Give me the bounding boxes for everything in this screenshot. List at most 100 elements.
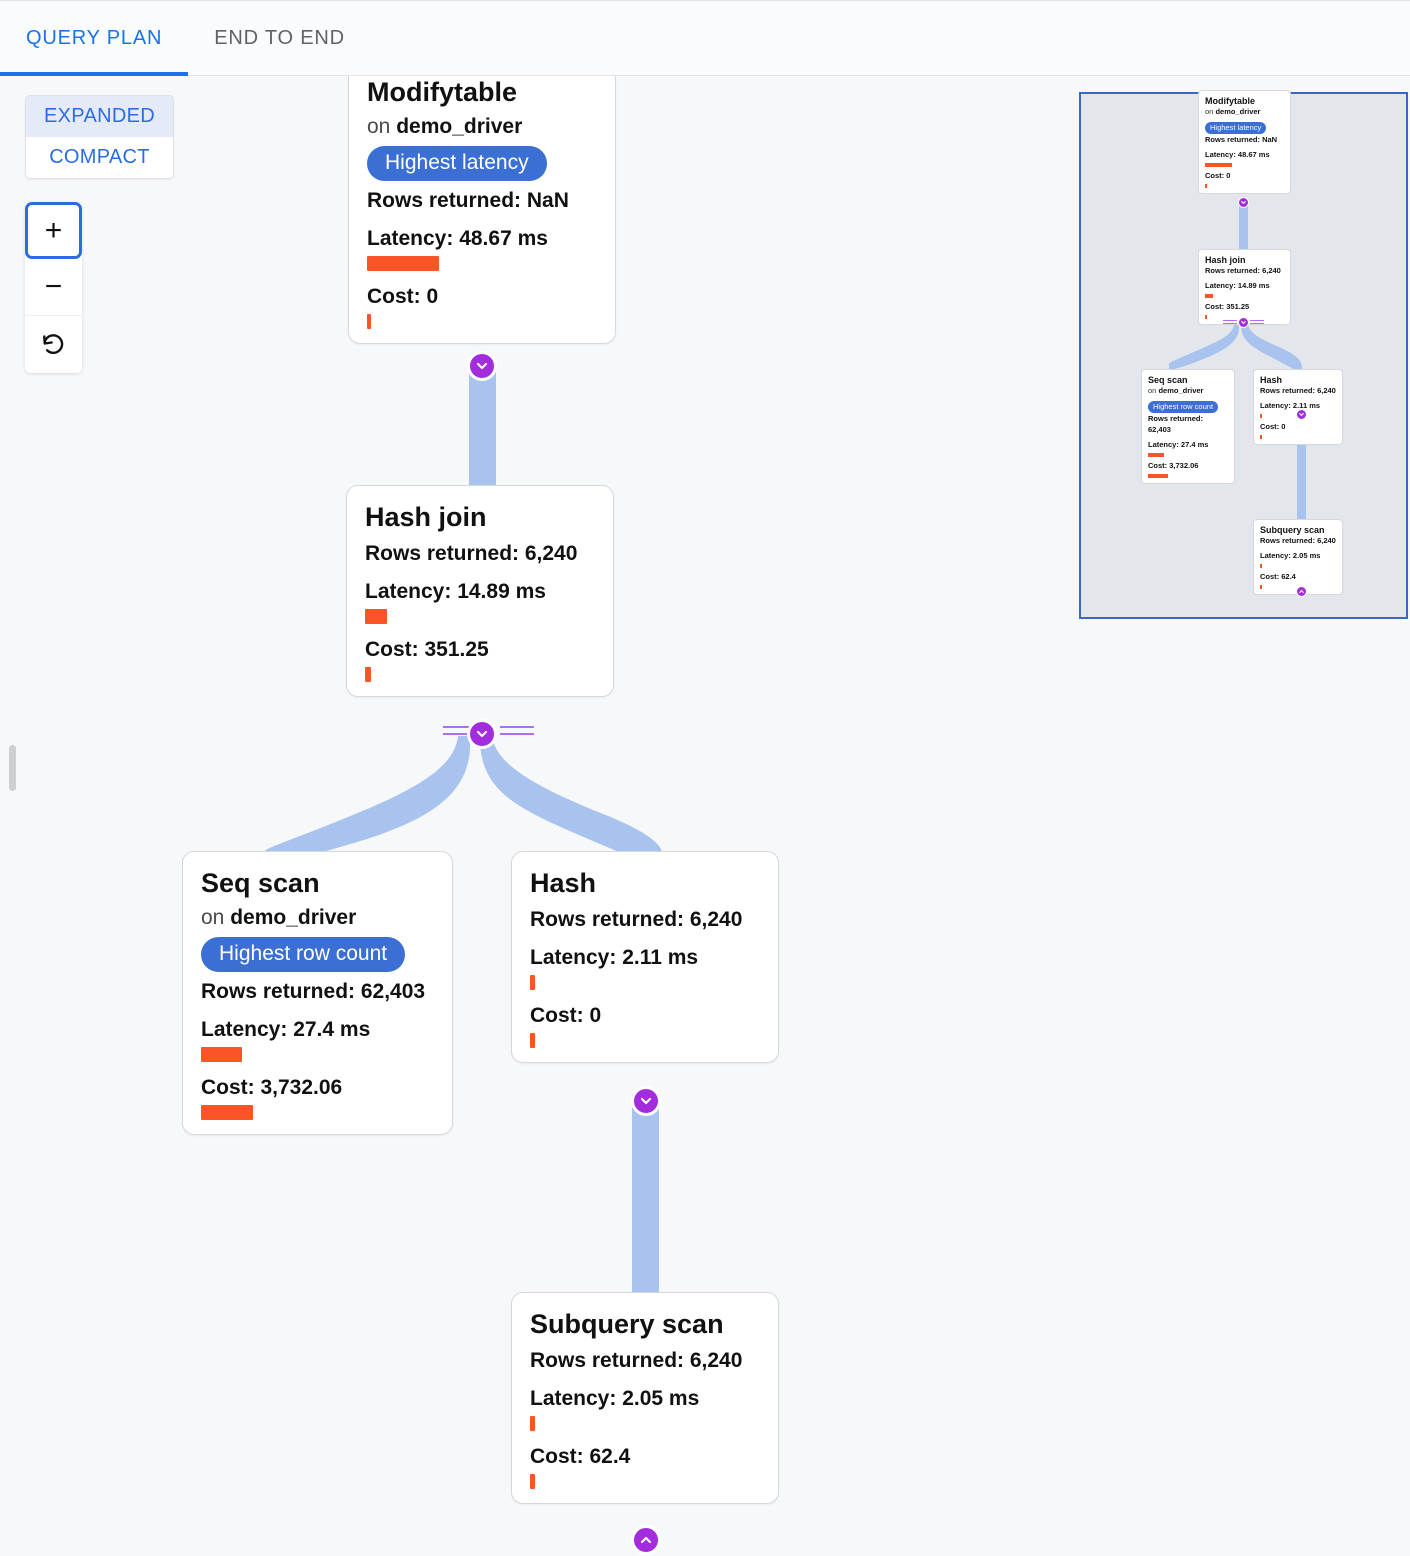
- plan-node-seq-scan[interactable]: Seq scan on demo_driver Highest row coun…: [182, 851, 453, 1135]
- cost-bar: [530, 1032, 535, 1048]
- chevron-down-icon: [476, 362, 488, 370]
- cost-metric: Cost: 62.4: [1260, 572, 1336, 589]
- cost-label: Cost: 351.25: [1205, 302, 1250, 311]
- node-title: Subquery scan: [530, 1309, 724, 1339]
- plan-node-hash[interactable]: Hash Rows returned: 6,240 Latency: 2.11 …: [511, 851, 779, 1063]
- cost-metric: Cost: 0: [530, 1004, 760, 1048]
- chevron-down-icon: [1299, 413, 1304, 416]
- cost-label: Cost: 351.25: [365, 637, 489, 661]
- expand-handle-subquery-scan[interactable]: [631, 1525, 661, 1555]
- plan-node-subquery-scan[interactable]: Subquery scan Rows returned: 6,240 Laten…: [511, 1292, 779, 1504]
- latency-metric: Latency: 2.05 ms: [1260, 551, 1336, 568]
- mode-expanded-button[interactable]: EXPANDED: [26, 96, 173, 137]
- latency-metric: Latency: 27.4 ms: [201, 1018, 434, 1062]
- minimap-node-modifytable: Modifytable on demo_driver Highest laten…: [1198, 90, 1291, 194]
- chevron-down-icon: [476, 730, 488, 738]
- zoom-controls: + −: [25, 202, 82, 373]
- relation-prefix: on: [1205, 107, 1214, 117]
- relation-name: demo_driver: [1158, 386, 1204, 396]
- reset-view-button[interactable]: [25, 316, 82, 373]
- latency-label: Latency: 27.4 ms: [201, 1017, 371, 1041]
- relation-name: demo_driver: [230, 905, 357, 929]
- cost-label: Cost: 3,732.06: [1148, 460, 1199, 470]
- node-title: Hash join: [365, 502, 487, 532]
- status-badge: Highest row count: [201, 936, 406, 972]
- tab-bar: QUERY PLAN END TO END: [0, 0, 1410, 76]
- node-relation: on demo_driver: [201, 906, 434, 930]
- mode-compact-button[interactable]: COMPACT: [26, 137, 173, 178]
- chevron-down-icon: [1241, 321, 1246, 324]
- node-title: Modifytable: [1205, 96, 1256, 106]
- zoom-in-button[interactable]: +: [25, 202, 82, 259]
- rows-returned: Rows returned: 6,240: [1260, 536, 1336, 546]
- tab-end-to-end[interactable]: END TO END: [188, 1, 371, 76]
- collapse-handle-modifytable[interactable]: [467, 351, 497, 381]
- cost-metric: Cost: 62.4: [530, 1445, 760, 1489]
- latency-label: Latency: 2.05 ms: [1260, 551, 1321, 561]
- cost-label: Cost: 62.4: [1260, 572, 1296, 581]
- rows-returned: Rows returned: 6,240: [365, 541, 578, 565]
- edge-hashjoin-seqscan: [265, 736, 470, 863]
- relation-name: demo_driver: [396, 114, 523, 138]
- latency-bar: [530, 974, 535, 990]
- tab-query-plan[interactable]: QUERY PLAN: [0, 1, 189, 76]
- collapse-handle-hash-join[interactable]: [467, 719, 497, 749]
- latency-label: Latency: 2.11 ms: [1260, 401, 1321, 411]
- cost-metric: Cost: 351.25: [365, 638, 595, 682]
- latency-metric: Latency: 48.67 ms: [1205, 150, 1284, 167]
- latency-bar: [367, 255, 439, 271]
- latency-label: Latency: 14.89 ms: [365, 579, 546, 603]
- minimap-node-hash: Hash Rows returned: 6,240 Latency: 2.11 …: [1253, 369, 1343, 445]
- plan-node-hash-join[interactable]: Hash join Rows returned: 6,240 Latency: …: [346, 485, 614, 697]
- plan-node-modifytable[interactable]: Modifytable on demo_driver Highest laten…: [348, 76, 616, 344]
- collapse-handle-hash[interactable]: [631, 1086, 661, 1116]
- cost-bar: [367, 313, 371, 329]
- multi-child-lines-right: [500, 726, 534, 740]
- minimap-node-seq-scan: Seq scan on demo_driver Highest row coun…: [1141, 369, 1235, 484]
- status-badge: Highest row count: [1148, 401, 1219, 413]
- relation-prefix: on: [367, 114, 391, 138]
- node-title: Seq scan: [1148, 375, 1188, 385]
- latency-bar: [1205, 162, 1232, 167]
- minimap-handle-hash-join: [1238, 317, 1249, 328]
- latency-label: Latency: 48.67 ms: [1205, 149, 1270, 159]
- chevron-down-icon: [1241, 201, 1246, 204]
- latency-bar: [201, 1046, 242, 1062]
- rows-returned: Rows returned: 62,403: [201, 979, 426, 1003]
- latency-metric: Latency: 27.4 ms: [1148, 440, 1228, 457]
- node-title: Modifytable: [367, 77, 518, 107]
- panel-resize-handle[interactable]: [9, 745, 16, 791]
- multi-child-lines-left: [443, 726, 477, 740]
- latency-bar: [365, 608, 387, 624]
- cost-metric: Cost: 3,732.06: [1148, 461, 1228, 478]
- node-relation: on demo_driver: [1205, 107, 1284, 117]
- cost-label: Cost: 0: [367, 284, 439, 308]
- rows-returned: Rows returned: 6,240: [530, 1348, 743, 1372]
- rows-returned: Rows returned: NaN: [1205, 135, 1278, 144]
- cost-bar: [1205, 183, 1207, 188]
- cost-label: Cost: 0: [1205, 170, 1231, 180]
- node-title: Seq scan: [201, 868, 320, 898]
- minimap-handle-hash: [1296, 409, 1307, 420]
- cost-bar: [201, 1104, 253, 1120]
- latency-metric: Latency: 14.89 ms: [1205, 281, 1284, 298]
- edge-hashjoin-hash: [480, 736, 662, 866]
- latency-label: Latency: 2.05 ms: [530, 1386, 700, 1410]
- cost-label: Cost: 62.4: [530, 1444, 631, 1468]
- cost-bar: [365, 666, 371, 682]
- cost-metric: Cost: 351.25: [1205, 302, 1284, 319]
- node-relation: on demo_driver: [367, 115, 597, 139]
- zoom-out-button[interactable]: −: [25, 259, 82, 316]
- cost-label: Cost: 3,732.06: [201, 1075, 343, 1099]
- latency-bar: [1148, 452, 1164, 457]
- minimap[interactable]: Modifytable on demo_driver Highest laten…: [1079, 90, 1408, 619]
- cost-metric: Cost: 3,732.06: [201, 1076, 434, 1120]
- rows-returned: Rows returned: 6,240: [1205, 266, 1281, 276]
- node-title: Subquery scan: [1260, 525, 1325, 535]
- minimap-multi-lines-left: [1223, 320, 1237, 326]
- relation-name: demo_driver: [1215, 107, 1261, 117]
- cost-bar: [1260, 584, 1262, 589]
- status-badge: Highest latency: [367, 145, 547, 181]
- latency-bar: [1205, 294, 1213, 298]
- cost-label: Cost: 0: [1260, 422, 1286, 431]
